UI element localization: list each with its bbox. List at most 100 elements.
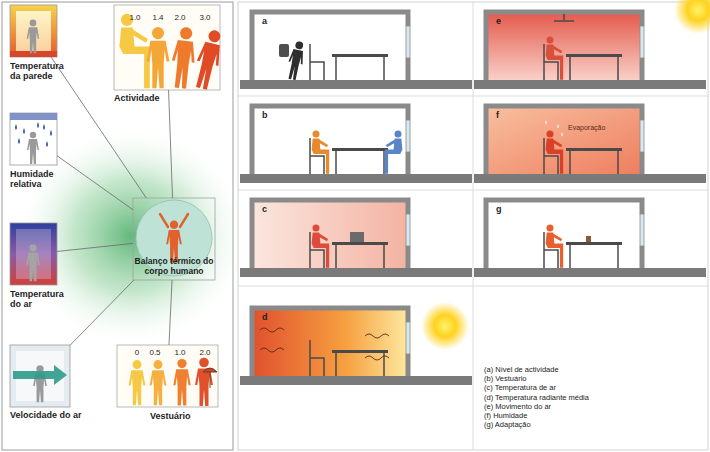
factor-box: Velocidade do ar (10, 345, 70, 407)
wall-fill (10, 5, 57, 57)
clothing-value: 0 (127, 348, 147, 357)
room-section (240, 106, 472, 183)
sweat-drops (545, 120, 563, 137)
clothing-value: 2.0 (195, 348, 215, 357)
activity-picture (114, 5, 227, 91)
scene-letter: b (262, 110, 276, 120)
connector-line (51, 57, 146, 198)
seated-figure (312, 131, 330, 174)
seated-figure (546, 225, 564, 268)
scene-humidity (474, 106, 706, 183)
air-arrow (13, 365, 67, 385)
unclothed-figure (129, 360, 146, 405)
sitting-figure (119, 14, 149, 88)
running-figure (191, 28, 227, 91)
annotation: Evaporação (568, 124, 628, 132)
scene-letter: d (262, 312, 276, 322)
scene-air-movement (474, 0, 710, 89)
factor-box: Humidade relativa (10, 113, 57, 165)
warm-floor (10, 51, 57, 57)
room-section (240, 12, 472, 89)
factor-box: Temperatura do ar (10, 223, 57, 285)
humid-ceiling (10, 113, 57, 120)
scene-radiant-temperature (240, 302, 472, 385)
heat-balance-picture (133, 198, 215, 280)
scene-air-temperature (240, 200, 472, 277)
key-entry: (b) Vestuário (484, 374, 704, 383)
scene-panel: e (474, 4, 706, 94)
factor-value: 1.4 (148, 13, 168, 22)
panel-grid (238, 2, 708, 450)
factor-value: 1.0 (125, 13, 145, 22)
centre-frame (133, 198, 215, 280)
factor-box: 1.01.42.03.0Actividade (114, 5, 220, 90)
humidity-picture (10, 113, 57, 165)
factor-value: 3.0 (195, 13, 215, 22)
factor-label: Temperatura do ar (10, 289, 72, 309)
key-entry: (e) Movimento do ar (484, 402, 704, 411)
person-figure (26, 244, 40, 281)
scene-letter: g (496, 204, 510, 214)
panel-frame (238, 2, 708, 450)
ceiling-fan (554, 14, 574, 21)
factor-label: Temperatura da parede (10, 61, 72, 81)
person-figure (27, 20, 40, 54)
connector-line (169, 280, 172, 345)
scene-panel: fEvaporação (474, 98, 706, 188)
air-speed-picture (10, 345, 70, 407)
scene-panel: g (474, 192, 706, 284)
sun (421, 302, 469, 350)
scene-letter: c (262, 204, 276, 214)
scene-panel: d (240, 288, 472, 400)
seated-figure (546, 37, 564, 80)
scene-letter: f (496, 110, 510, 120)
scene-letter: e (496, 16, 510, 26)
key-entry: (d) Temperatura radiante média (484, 393, 704, 402)
scene-adaptation (474, 200, 706, 277)
raised-arms (160, 214, 188, 227)
person-figure (27, 132, 39, 164)
backpack (279, 44, 289, 57)
connector-line (57, 156, 133, 210)
heat-waves (260, 328, 389, 360)
factor-box: Temperatura da parede (10, 5, 57, 57)
room-section (240, 200, 472, 277)
centre-label: Balanço térmico do corpo humano (133, 256, 215, 276)
key-entry: (f) Humidade (484, 411, 704, 420)
factor-label: Vestuário (150, 411, 220, 421)
connector-line (70, 280, 134, 345)
air-speed-frame (10, 345, 70, 407)
sun (674, 0, 710, 34)
scene-letter: a (262, 16, 276, 26)
balance-circle: Balanço térmico do corpo humano (133, 198, 215, 280)
connector-line (57, 243, 133, 251)
scene-panel: a (240, 4, 472, 94)
air-gradient (10, 223, 57, 285)
clothing-frame (117, 345, 218, 407)
clothing-picture (117, 345, 218, 407)
room-section (474, 200, 706, 277)
seated-figure (546, 131, 564, 174)
air-temperature-picture (10, 223, 57, 285)
key-entry: (a) Nível de actividade (484, 365, 704, 374)
clothing-value: 1.0 (170, 348, 190, 357)
key-entry: (c) Temperatura de ar (484, 383, 704, 392)
scene-activity (240, 12, 472, 89)
room-section (474, 12, 706, 89)
factor-value: 2.0 (170, 13, 190, 22)
factor-label: Velocidade do ar (10, 410, 100, 420)
clothing-value: 0.5 (145, 348, 165, 357)
person-figure (33, 365, 47, 402)
light-clothing-figure (150, 360, 167, 405)
factor-label: Actividade (114, 93, 194, 103)
standing-figure (147, 27, 170, 88)
seated-figure (385, 131, 403, 174)
factor-label: Humidade relativa (10, 169, 72, 189)
factor-box: 00.51.02.0Vestuário (117, 345, 218, 407)
scene-panel: c (240, 192, 472, 284)
room-section (474, 106, 706, 183)
